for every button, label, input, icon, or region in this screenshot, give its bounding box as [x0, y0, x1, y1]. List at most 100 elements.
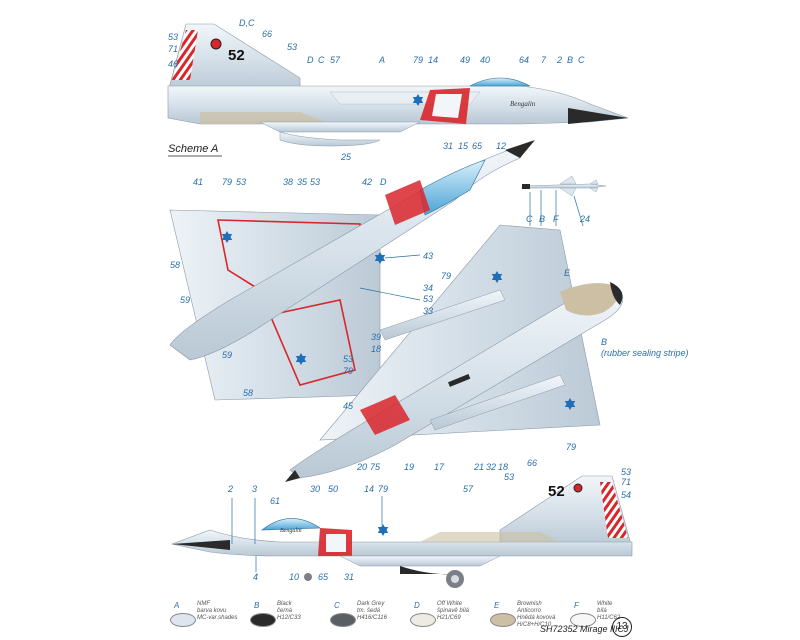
- callout: 21: [473, 462, 484, 472]
- callout: 53: [287, 42, 297, 52]
- swatch-text: Off White špinavě bílá H21/C69: [437, 601, 470, 621]
- swatch-chip: [170, 613, 196, 627]
- callout: 65: [318, 572, 329, 582]
- callout: 65: [472, 141, 483, 151]
- legend-swatch-d: D Off White špinavě bílá H21/C69: [410, 601, 485, 635]
- callout: 79: [441, 271, 451, 281]
- callout: 46: [168, 59, 178, 69]
- bottom-rudder-stripes: [600, 482, 628, 538]
- leader-lines: [231, 190, 584, 572]
- swatch-letter: F: [574, 601, 579, 610]
- swatch-chip: [570, 613, 596, 627]
- callout: 57: [330, 55, 341, 65]
- callout: 79: [222, 177, 232, 187]
- swatch-text: Dark Grey tm. šedá H416/C116: [357, 601, 387, 621]
- callout: 49: [460, 55, 470, 65]
- callouts-side-view: 2 3 61 30 50 14 79 57 53 66 53 71 54 4 1…: [227, 458, 631, 582]
- callout: 64: [519, 55, 529, 65]
- callout: 61: [270, 496, 280, 506]
- callout: 12: [496, 141, 506, 151]
- callout: 43: [423, 251, 433, 261]
- callout: 25: [340, 152, 352, 162]
- legend-swatch-c: C Dark Grey tm. šedá H416/C116: [330, 601, 405, 635]
- callout: 79: [343, 366, 353, 376]
- side-view-bottom: 52 Bengalin: [170, 475, 633, 588]
- callout: 7: [541, 55, 547, 65]
- callout: D,C: [239, 18, 255, 28]
- bottom-tail-code: 52: [548, 483, 565, 500]
- callout: 79: [566, 442, 576, 452]
- callout: 75: [370, 462, 381, 472]
- callout: 18: [498, 462, 508, 472]
- callout: 79: [413, 55, 423, 65]
- canopy: [469, 77, 531, 87]
- callout: 18: [371, 344, 381, 354]
- callout: 3: [252, 484, 257, 494]
- nose-inscription: Bengalin: [510, 100, 536, 108]
- swatch-chip: [330, 613, 356, 627]
- anticorro-panel: [200, 112, 330, 124]
- swatch-text: Black černá H12/C33: [277, 601, 301, 621]
- scheme-label: Scheme A: [168, 143, 218, 155]
- callout: 42: [362, 177, 372, 187]
- callout: 53: [168, 32, 178, 42]
- legend-swatch-b: B Black černá H12/C33: [250, 601, 325, 635]
- callout: 35: [297, 177, 308, 187]
- tail-code: 52: [228, 47, 245, 64]
- paint-legend: A NMF barva kovu MC-var.shades B Black č…: [170, 601, 650, 635]
- callout: 32: [486, 462, 496, 472]
- bottom-nose-inscription: Bengalin: [280, 528, 302, 534]
- squadron-badge: [210, 38, 222, 50]
- exhaust-anticorro: [560, 283, 619, 316]
- callouts-under-view: 79 E 39 18 B (rubber sealing stripe) 79 …: [356, 268, 689, 472]
- callout: 34: [423, 283, 433, 293]
- callout: E: [564, 268, 571, 278]
- callout: 31: [344, 572, 354, 582]
- callout: 71: [621, 477, 631, 487]
- callout: 14: [364, 484, 374, 494]
- callout: 15: [458, 141, 469, 151]
- callout: 41: [193, 177, 203, 187]
- callout: 4: [253, 572, 258, 582]
- callout: D: [307, 55, 314, 65]
- radome: [568, 108, 628, 124]
- callout: 58: [243, 388, 253, 398]
- callout: 31: [443, 141, 453, 151]
- callout: B: [601, 337, 607, 347]
- callout: D: [380, 177, 387, 187]
- callout: 53: [310, 177, 320, 187]
- callout: 54: [621, 490, 631, 500]
- callout: 53: [504, 472, 514, 482]
- callout: 71: [168, 44, 178, 54]
- legend-swatch-f: F White bílá H11/C62: [570, 601, 645, 635]
- callouts-top-view: D,C 53 71 46 66 53 D C 57 A 79 14 49 40 …: [168, 18, 585, 162]
- callout: 57: [463, 484, 474, 494]
- callout-note: (rubber sealing stripe): [601, 348, 689, 358]
- callout: 58: [170, 260, 180, 270]
- swatch-chip: [250, 613, 276, 627]
- callout: 10: [289, 572, 299, 582]
- callout: B: [567, 55, 573, 65]
- callout: C: [318, 55, 325, 65]
- callout: 2: [227, 484, 233, 494]
- swatch-chip: [410, 613, 436, 627]
- callout: 79: [378, 484, 388, 494]
- callout: 14: [428, 55, 438, 65]
- callout: 53: [621, 467, 631, 477]
- swatch-letter: D: [414, 601, 420, 610]
- callout: 45: [343, 401, 354, 411]
- callout: 59: [180, 295, 190, 305]
- callout: 66: [262, 29, 272, 39]
- under-view: [285, 224, 624, 482]
- callouts-missile: C B F 24: [526, 214, 590, 224]
- callout: 33: [423, 306, 433, 316]
- callout: 66: [527, 458, 537, 468]
- swatch-text: White bílá H11/C62: [597, 601, 621, 621]
- bottom-fuselage: [170, 529, 633, 557]
- callout: C: [526, 214, 533, 224]
- callout: 30: [310, 484, 320, 494]
- swatch-letter: E: [494, 601, 500, 610]
- plan-view: [169, 140, 535, 401]
- callout: 24: [579, 214, 590, 224]
